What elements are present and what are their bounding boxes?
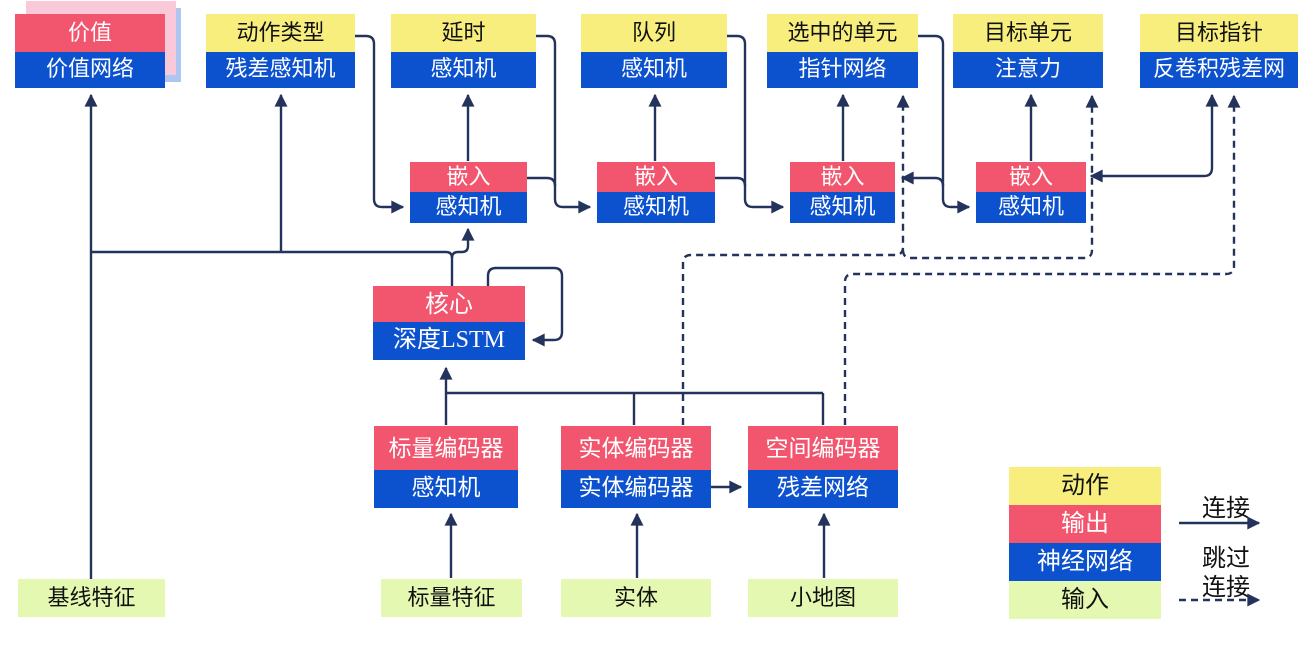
node-target-unit-network: 注意力	[953, 52, 1103, 88]
node-delay-network: 感知机	[391, 52, 536, 88]
node-entity-encoder: 实体编码器 实体编码器	[561, 426, 711, 508]
node-input-baseline-features: 基线特征	[18, 579, 165, 617]
node-queue-title: 队列	[581, 14, 727, 52]
node-embed-4-network: 感知机	[976, 192, 1086, 223]
node-delay-title: 延时	[391, 14, 536, 52]
node-embed-1-network: 感知机	[410, 192, 527, 223]
node-target-point-title: 目标指针	[1140, 14, 1298, 52]
node-input-entities: 实体	[561, 579, 711, 617]
node-input-scalar-features: 标量特征	[381, 579, 522, 617]
node-delay: 延时 感知机	[391, 14, 536, 88]
skip-entity-to-pointer-network	[681, 94, 910, 425]
node-action-type-network: 残差感知机	[206, 52, 355, 88]
edge-embed-4-to-target-point	[1089, 93, 1219, 183]
node-spatial-encoder-title: 空间编码器	[748, 426, 898, 470]
legend-dashed-arrow-label-line2: 连接	[1202, 575, 1250, 601]
node-scalar-encoder-network: 感知机	[374, 470, 518, 508]
node-core: 核心 深度LSTM	[373, 286, 525, 360]
edge-trunk-to-embed-1	[450, 227, 475, 259]
node-embed-3-network: 感知机	[790, 192, 895, 223]
node-core-title: 核心	[373, 286, 525, 322]
node-target-point-network: 反卷积残差网	[1140, 52, 1298, 88]
node-value-network: 价值网络	[15, 52, 165, 88]
legend-swatch-input: 输入	[1009, 581, 1161, 619]
node-target-point: 目标指针 反卷积残差网	[1140, 14, 1298, 88]
node-input-minimap: 小地图	[748, 579, 898, 617]
skip-spatial-to-deconv	[843, 94, 1241, 425]
node-value-title: 价值	[15, 14, 165, 52]
edge-branch-to-embed-3	[900, 171, 945, 187]
legend-swatch-action: 动作	[1009, 467, 1161, 505]
node-action-type: 动作类型 残差感知机	[206, 14, 355, 88]
node-target-unit-title: 目标单元	[953, 14, 1103, 52]
edge-embed-1-join	[527, 176, 557, 187]
node-value: 价值 价值网络	[15, 14, 165, 88]
node-embed-4: 嵌入 感知机	[976, 162, 1086, 223]
edge-embed-2-join	[715, 176, 747, 187]
node-selected-units-title: 选中的单元	[767, 14, 918, 52]
node-scalar-encoder-title: 标量编码器	[374, 426, 518, 470]
node-embed-3: 嵌入 感知机	[790, 162, 895, 223]
node-embed-2-network: 感知机	[597, 192, 715, 223]
edge-core-output-trunk	[91, 250, 454, 286]
node-selected-units: 选中的单元 指针网络	[767, 14, 918, 88]
node-target-unit: 目标单元 注意力	[953, 14, 1103, 88]
node-core-network: 深度LSTM	[373, 322, 525, 360]
legend-swatch-network: 神经网络	[1009, 543, 1161, 581]
node-embed-1: 嵌入 感知机	[410, 162, 527, 223]
node-queue: 队列 感知机	[581, 14, 727, 88]
node-spatial-encoder-network: 残差网络	[748, 470, 898, 508]
node-entity-encoder-network: 实体编码器	[561, 470, 711, 508]
node-queue-network: 感知机	[581, 52, 727, 88]
node-scalar-encoder: 标量编码器 感知机	[374, 426, 518, 508]
legend-swatch-output: 输出	[1009, 505, 1161, 543]
node-embed-3-title: 嵌入	[790, 162, 895, 192]
node-embed-2-title: 嵌入	[597, 162, 715, 192]
legend-solid-arrow-label: 连接	[1202, 496, 1250, 522]
node-embed-4-title: 嵌入	[976, 162, 1086, 192]
node-action-type-title: 动作类型	[206, 14, 355, 52]
node-selected-units-network: 指针网络	[767, 52, 918, 88]
node-entity-encoder-title: 实体编码器	[561, 426, 711, 470]
node-embed-2: 嵌入 感知机	[597, 162, 715, 223]
node-spatial-encoder: 空间编码器 残差网络	[748, 426, 898, 508]
legend-dashed-arrow-label-line1: 跳过	[1202, 546, 1250, 572]
node-embed-1-title: 嵌入	[410, 162, 527, 192]
